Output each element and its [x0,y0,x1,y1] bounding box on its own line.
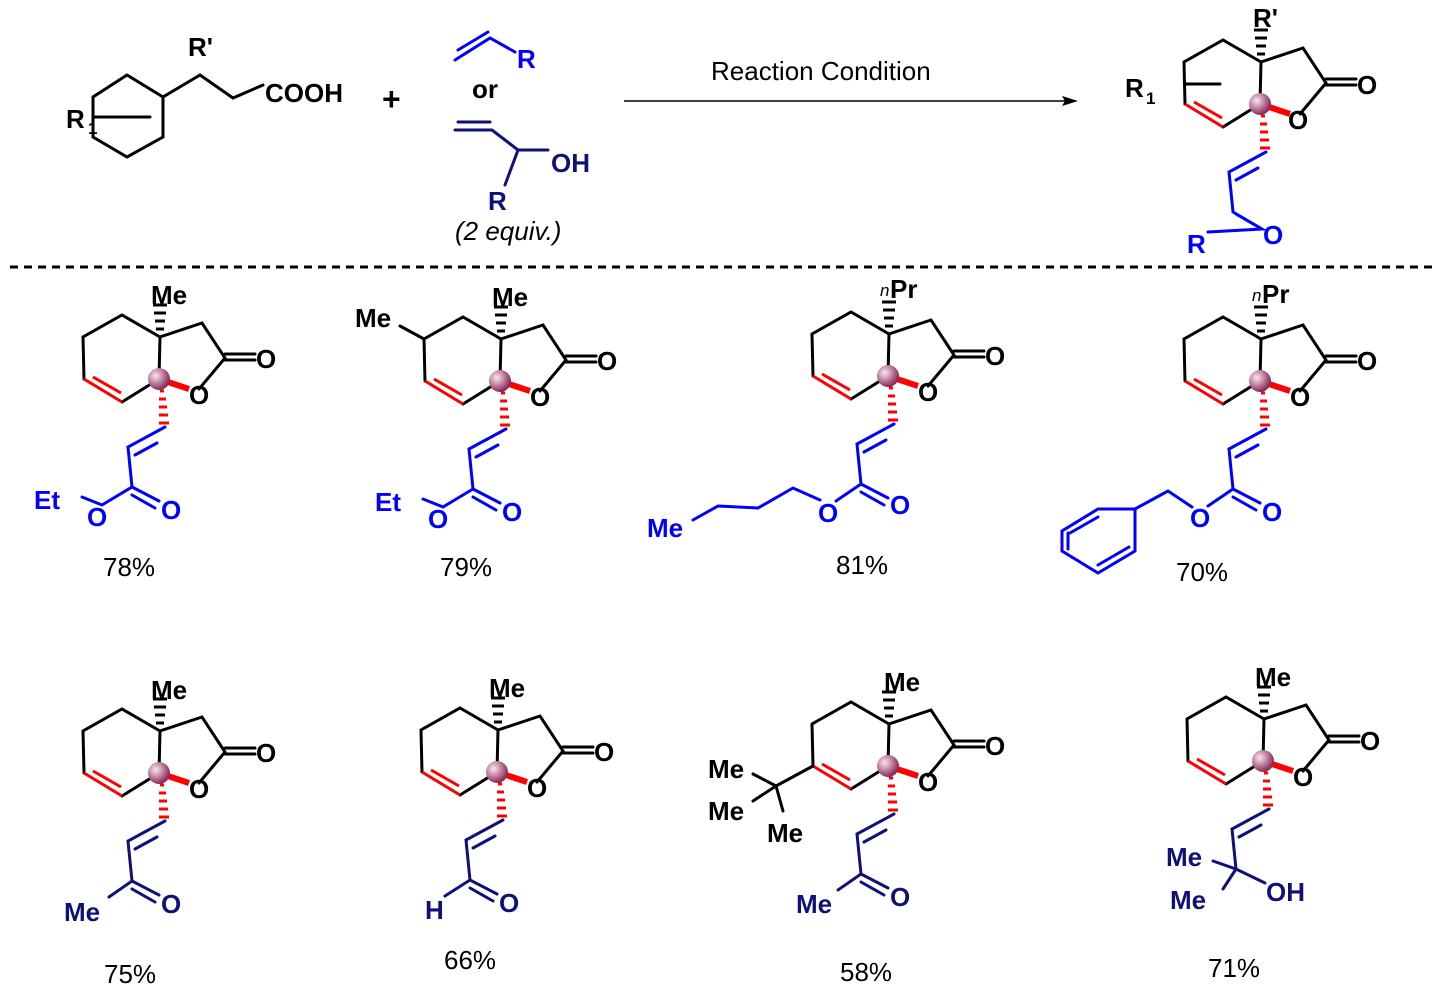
o-exo: O [256,344,276,374]
o-ester: O [818,498,838,528]
prod-r-label: R [1187,229,1206,259]
product-6: Me O O H O 66% [421,673,614,975]
tbu-methyl-3: Me [767,818,803,848]
prod-r1-label: R [1125,73,1144,103]
yield-label: 70% [1176,557,1228,587]
o-ring: O [1290,382,1310,412]
o-exo: O [256,738,276,768]
methyl-label: Me [796,889,832,919]
ethyl-label: Et [34,485,60,515]
o-ester: O [428,504,448,534]
o-exo: O [985,731,1005,761]
oh-label: OH [551,148,590,178]
substituent: Me [492,282,528,312]
prod-o-ketone: O [1263,220,1283,250]
r1-label: R [66,104,85,134]
o-carbonyl: O [890,490,910,520]
o-ring: O [527,773,547,803]
o-ring: O [918,377,938,407]
reactant-acid: R 1 R' COOH [66,32,343,159]
substituent: Pr [890,274,917,304]
yield-label: 79% [440,552,492,582]
reactant-alkene: R or OH R (2 equiv.) [453,30,590,246]
o-carbonyl: O [502,497,522,527]
methyl-label-1: Me [1166,842,1202,872]
alkene-r-label: R [517,44,536,74]
o-carbonyl: O [499,888,519,918]
o-carbonyl: O [161,889,181,919]
prod-o-ring: O [1288,105,1308,135]
product-1: Me O O Et O O 78% [34,280,276,582]
hydrogen-label: H [425,895,444,925]
ring-methyl: Me [355,303,391,333]
product-5: Me O O Me O 75% [64,675,276,989]
o-ring: O [189,774,209,804]
yield-label: 66% [444,945,496,975]
rprime-label: R' [188,32,213,62]
o-carbonyl: O [1262,497,1282,527]
product-3: n Pr O O Me O O 81% [647,274,1005,580]
substituent: Me [151,280,187,310]
o-exo: O [1360,726,1380,756]
o-ester: O [87,502,107,532]
allyl-r-label: R [488,186,507,216]
tbu-methyl-2: Me [708,796,744,826]
equiv-label: (2 equiv.) [455,216,561,246]
yield-label: 58% [840,957,892,987]
prod-rprime-label: R' [1253,3,1278,33]
yield-label: 75% [104,959,156,989]
ethyl-label: Et [375,487,401,517]
tbu-methyl-1: Me [708,754,744,784]
substituent: Me [151,675,187,705]
yield-label: 71% [1208,953,1260,983]
substituent: Me [1255,662,1291,692]
o-ring: O [1293,762,1313,792]
substituent: Me [884,667,920,697]
o-ester: O [1190,503,1210,533]
o-ring: O [189,380,209,410]
o-exo: O [597,346,617,376]
o-ring: O [918,767,938,797]
product-2: Me O O Me Et O O 79% [355,282,617,582]
r1-subscript: 1 [88,119,97,138]
yield-label: 78% [103,552,155,582]
o-exo: O [985,341,1005,371]
product-4: n Pr O O O O 70% [1060,279,1377,587]
plus-sign: + [382,81,401,117]
prefix-n: n [880,281,889,300]
o-exo: O [1357,346,1377,376]
prod-r1-subscript: 1 [1146,89,1155,108]
yield-label: 81% [836,550,888,580]
reaction-condition-label: Reaction Condition [711,56,931,86]
reaction-arrow: Reaction Condition [624,56,1078,106]
o-ring: O [530,382,550,412]
substituent: Me [489,673,525,703]
substituent: Pr [1262,279,1289,309]
methyl-label: Me [647,513,683,543]
methyl-label-2: Me [1170,885,1206,915]
cooh-label: COOH [265,78,343,108]
methyl-label: Me [64,897,100,927]
o-exo: O [594,737,614,767]
prod-o-exo: O [1357,70,1377,100]
product-general: R 1 R' O O R O [1125,3,1377,259]
or-label: or [472,74,498,104]
o-carbonyl: O [161,495,181,525]
prefix-n: n [1252,286,1261,305]
hydroxyl-label: OH [1266,877,1305,907]
product-7: Me O O Me Me Me Me O 58% [708,667,1005,987]
o-carbonyl: O [890,882,910,912]
product-8: Me O O Me Me OH 71% [1166,662,1380,983]
